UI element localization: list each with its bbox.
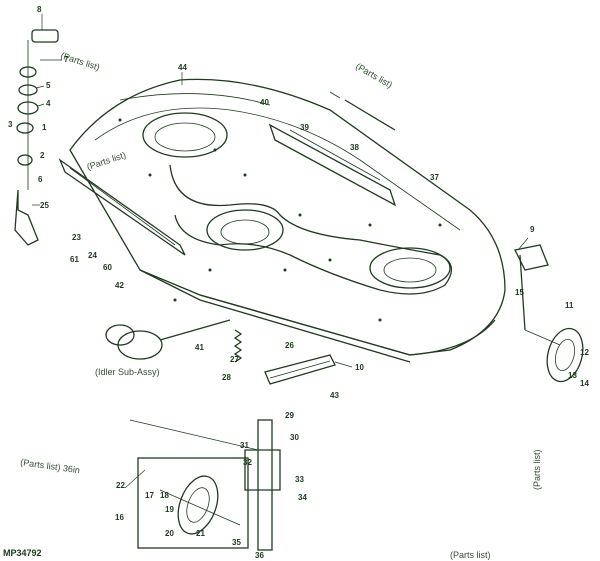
callout-38: 38 [350,143,359,152]
callout-10: 10 [355,363,364,372]
callout-39: 39 [300,123,309,132]
callout-19: 19 [165,505,174,514]
front-rail [58,158,186,256]
hardware-bolts [118,118,442,322]
callout-11: 11 [565,301,574,310]
right-gauge-wheel [519,254,584,383]
figure-id: MP34792 [3,548,42,558]
callout-2: 2 [40,151,45,160]
callout-16: 16 [115,513,124,522]
callout-21: 21 [196,529,205,538]
callout-1: 1 [42,123,47,132]
blade-well-right [369,247,451,289]
callout-5: 5 [46,81,51,90]
drive-belt [169,164,452,295]
callout-29: 29 [285,411,294,420]
callout-44: 44 [178,63,187,72]
idler-sub-assy-note: (Idler Sub-Assy) [95,367,160,377]
callout-23: 23 [72,233,81,242]
mower-deck-shell [69,78,506,363]
callout-15: 15 [515,288,524,297]
callout-27: 27 [230,355,239,364]
parts-list-note-bottom-left: (Parts list) 36in [20,457,81,475]
callout-32: 32 [243,458,252,467]
callout-61: 61 [70,255,79,264]
callout-34: 34 [298,493,307,502]
anti-scalp-rod [329,91,396,131]
callout-43: 43 [330,391,339,400]
callout-37: 37 [430,173,439,182]
callout-4: 4 [46,99,51,108]
parts-list-note-top-right: (Parts list) [354,61,394,90]
callout-3: 3 [8,120,13,129]
callout-20: 20 [165,529,174,538]
rear-deflector-bracket [268,123,397,207]
lift-link [264,354,336,385]
gauge-wheel-detail-box [137,457,249,549]
callout-60: 60 [103,263,112,272]
callout-leader-lines [32,14,529,489]
callout-8: 8 [37,5,42,14]
callout-26: 26 [285,341,294,350]
callout-33: 33 [295,475,304,484]
callout-30: 30 [290,433,299,442]
callout-31: 31 [240,441,249,450]
callout-18: 18 [160,491,169,500]
callout-25: 25 [40,201,49,210]
callout-9: 9 [530,225,535,234]
lift-spring [233,329,243,363]
gauge-wheel-arm [129,419,281,551]
callout-28: 28 [222,373,231,382]
callout-7: 7 [64,55,69,64]
callout-14: 14 [580,379,589,388]
callout-12: 12 [580,348,589,357]
blade-well-left [142,112,228,158]
callout-17: 17 [145,491,154,500]
callout-22: 22 [116,481,125,490]
idler-pulley-assembly [105,319,231,360]
right-pivot-bracket [514,244,549,271]
parts-list-note-bottom-right: (Parts list) [450,550,491,560]
callout-36: 36 [255,551,264,560]
callout-35: 35 [232,538,241,547]
callout-labels: 8 7 5 4 3 1 2 6 25 44 23 61 24 60 9 10 1… [8,5,589,560]
callout-42: 42 [115,281,124,290]
spindle-stack-left [14,29,59,246]
callout-24: 24 [88,251,97,260]
parts-list-note-right-vertical: (Parts list) [532,449,542,490]
callout-40: 40 [260,98,269,107]
callout-41: 41 [195,343,204,352]
parts-list-note-mid-left: (Parts list) [86,150,128,172]
callout-13: 13 [568,371,577,380]
callout-6: 6 [38,175,43,184]
